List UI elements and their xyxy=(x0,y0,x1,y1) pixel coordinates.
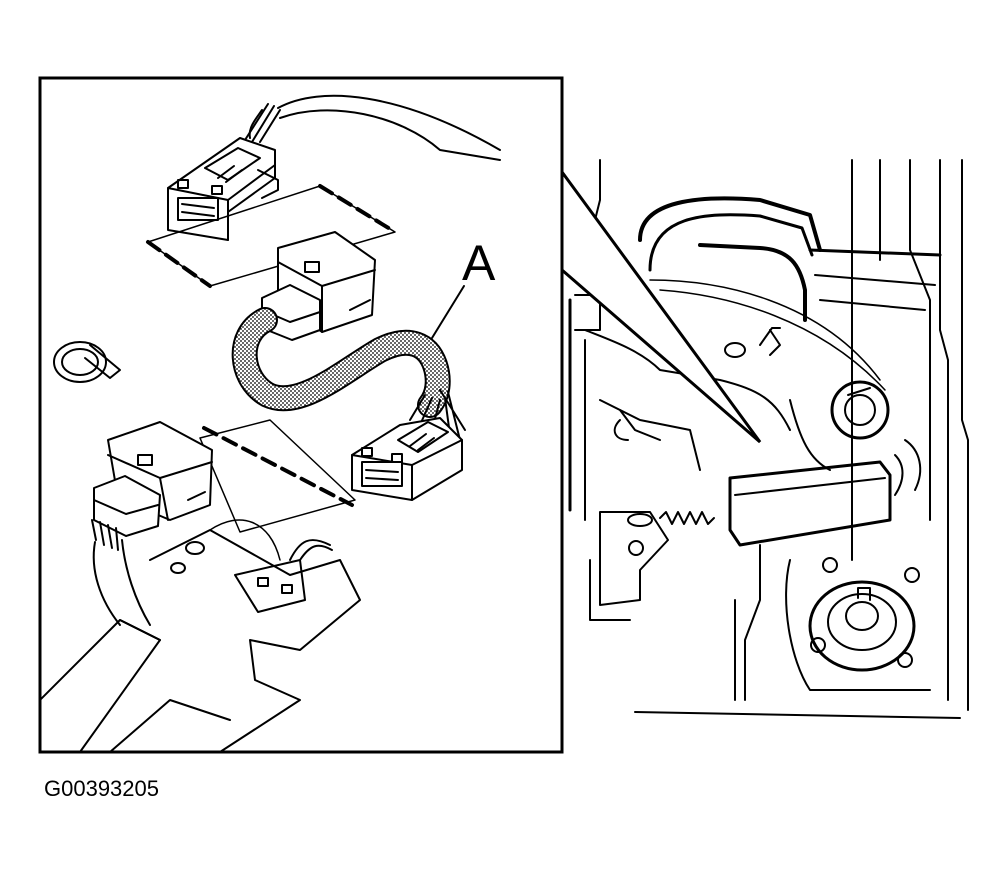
cable-tie xyxy=(53,341,121,383)
adapter-connector-upper xyxy=(261,231,376,341)
callout-pointer xyxy=(560,171,762,444)
figure-id: G00393205 xyxy=(44,776,159,801)
engine-bay-illustration xyxy=(568,159,969,719)
top-connector xyxy=(167,137,279,241)
lower-connector xyxy=(93,421,213,537)
inset-illustration xyxy=(40,94,501,752)
callout-label-a: A xyxy=(462,235,496,291)
inset-frame xyxy=(38,76,564,754)
adapter-connector-lower xyxy=(351,417,463,501)
